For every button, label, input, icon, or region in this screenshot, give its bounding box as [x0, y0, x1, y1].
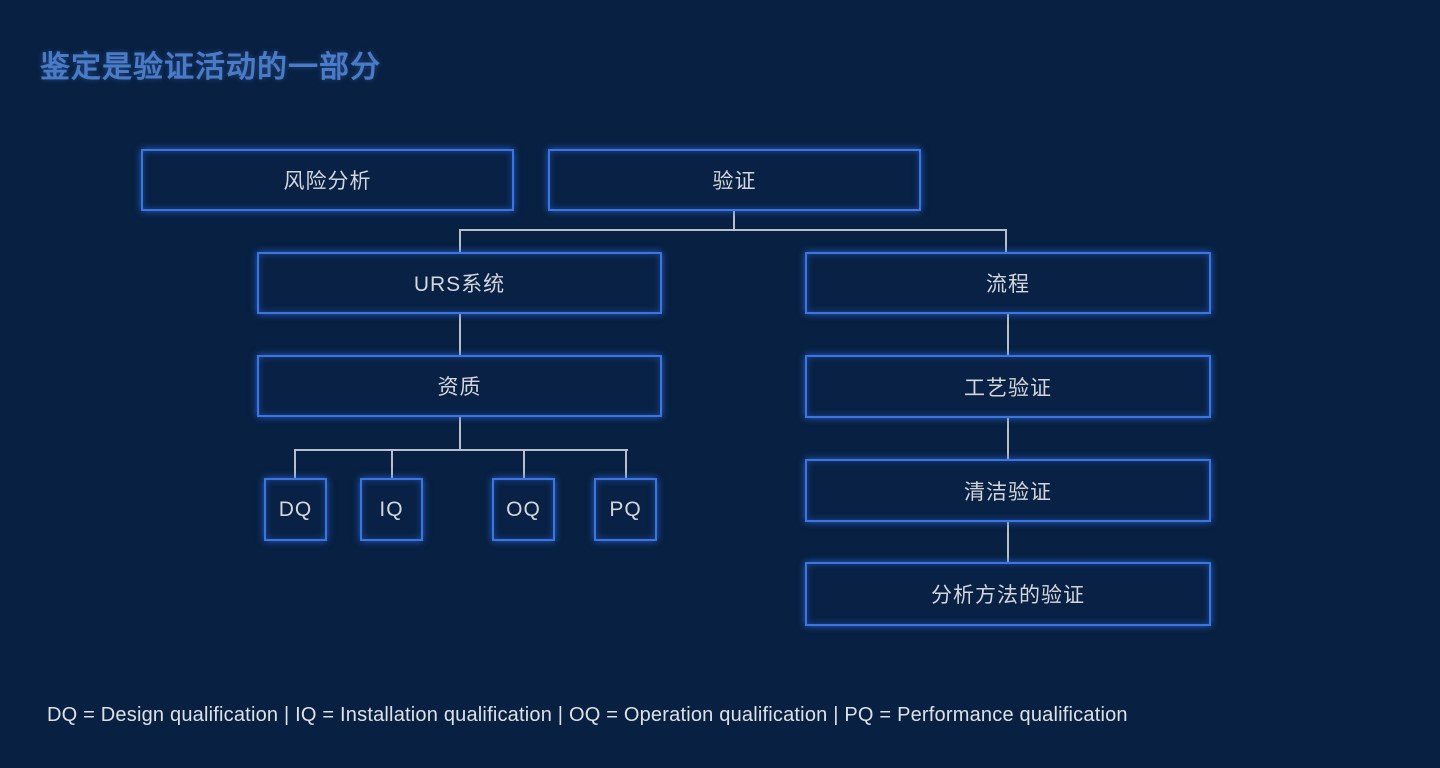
connector-to-urs-system — [459, 229, 461, 253]
connector-to-cleaning-validation — [1007, 417, 1009, 461]
box-risk-analysis-label: 风险分析 — [283, 170, 372, 193]
box-cleaning-validation: 清洁验证 — [805, 459, 1211, 522]
page-title: 鉴定是验证活动的一部分 — [40, 51, 381, 84]
box-oq: OQ — [492, 478, 555, 541]
box-process: 流程 — [805, 252, 1211, 314]
box-qualification-label: 资质 — [437, 376, 482, 399]
box-dq: DQ — [264, 478, 327, 541]
box-analytical-method-validation-label: 分析方法的验证 — [931, 584, 1085, 607]
box-process-label: 流程 — [986, 273, 1030, 296]
box-urs-system: URS系统 — [257, 252, 662, 314]
connector-to-analytical-method-validation — [1007, 521, 1009, 564]
connector-to-dq — [294, 449, 296, 479]
box-risk-analysis: 风险分析 — [141, 149, 514, 211]
box-dq-label: DQ — [278, 497, 313, 521]
box-cleaning-validation-label: 清洁验证 — [964, 480, 1052, 504]
box-analytical-method-validation: 分析方法的验证 — [805, 562, 1211, 626]
box-iq: IQ — [360, 478, 423, 541]
box-process-validation-label: 工艺验证 — [964, 376, 1052, 400]
connector-qualification-horizontal — [294, 449, 628, 451]
connector-qualification-down — [459, 416, 461, 451]
connector-to-oq — [523, 449, 525, 479]
legend-text: DQ = Design qualification | IQ = Install… — [47, 704, 1128, 726]
box-pq: PQ — [594, 478, 657, 541]
box-validation: 验证 — [548, 149, 921, 211]
box-oq-label: OQ — [506, 497, 541, 521]
connector-validation-down — [733, 211, 735, 231]
connector-to-iq — [391, 449, 393, 479]
box-urs-system-label: URS系统 — [413, 273, 506, 296]
box-iq-label: IQ — [379, 497, 404, 521]
box-qualification: 资质 — [257, 355, 662, 417]
connector-to-pq — [625, 449, 627, 479]
connector-to-process — [1005, 229, 1007, 254]
box-pq-label: PQ — [609, 497, 642, 521]
box-validation-label: 验证 — [712, 170, 757, 193]
box-process-validation: 工艺验证 — [805, 355, 1211, 418]
connector-split-horizontal — [459, 229, 1007, 231]
connector-urs-to-qualification — [459, 314, 461, 357]
connector-process-to-process-validation — [1007, 314, 1009, 357]
